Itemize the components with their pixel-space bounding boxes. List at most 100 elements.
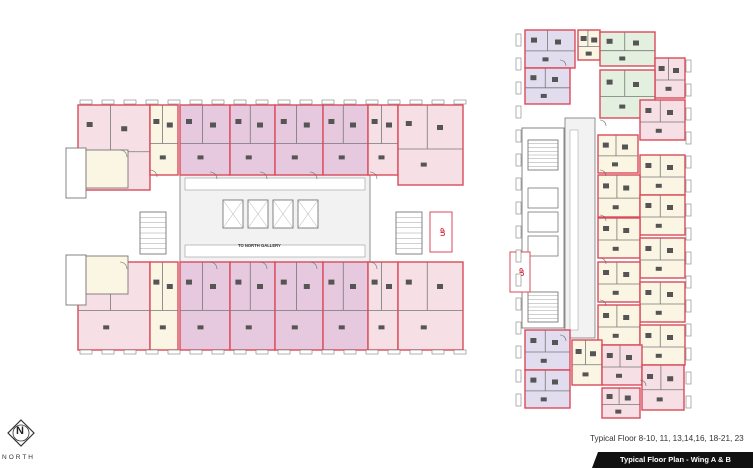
- apartment-unit: [149, 104, 179, 176]
- room-label-block: [585, 51, 592, 56]
- room-label-block: [166, 284, 173, 289]
- room-label-block: [257, 284, 263, 289]
- balcony-tick: [685, 179, 692, 193]
- apartment-unit: [524, 329, 571, 371]
- balcony-tick: [233, 349, 247, 355]
- balcony-tick: [211, 349, 225, 355]
- apartment-unit: [597, 134, 639, 174]
- room-label-block: [582, 372, 589, 377]
- room-label-block: [667, 205, 673, 210]
- room-label-block: [590, 351, 596, 357]
- room-label-block: [665, 86, 672, 91]
- balcony-tick: [233, 99, 247, 105]
- door-swing: [559, 59, 567, 67]
- room-label-block: [645, 290, 652, 295]
- balcony-tick: [101, 99, 115, 105]
- room-label-block: [245, 325, 252, 330]
- room-label-block: [153, 279, 160, 285]
- room-label-block: [645, 246, 652, 251]
- room-label-block: [633, 40, 639, 46]
- door-swing: [309, 261, 318, 270]
- room-label-block: [622, 144, 628, 150]
- balcony-tick: [453, 349, 467, 355]
- north-compass: N NORTH: [2, 418, 36, 466]
- room-label-block: [667, 165, 673, 170]
- room-label-block: [606, 394, 613, 399]
- up-marker: UP: [520, 268, 526, 276]
- lift-cross: [272, 199, 294, 229]
- floor-list: Typical Floor 8-10, 11, 13,14,16, 18-21,…: [590, 434, 744, 443]
- room-label-block: [603, 313, 610, 318]
- balcony-tick: [167, 99, 181, 105]
- balcony-tick: [685, 107, 692, 121]
- room-label-block: [603, 183, 610, 189]
- apartment-unit: [597, 261, 641, 303]
- room-label-block: [612, 290, 619, 295]
- balcony-tick: [515, 225, 522, 239]
- room-label-block: [591, 37, 598, 43]
- annex-room: [65, 147, 87, 199]
- room-label-block: [371, 279, 378, 285]
- balcony-tick: [685, 203, 692, 217]
- balcony-tick: [299, 349, 313, 355]
- room-label-block: [606, 79, 613, 85]
- balcony-tick: [123, 349, 137, 355]
- balcony-tick: [409, 99, 423, 105]
- balcony-tick: [365, 349, 379, 355]
- room-label-block: [378, 325, 385, 330]
- room-label-block: [371, 119, 378, 124]
- room-label-block: [667, 248, 673, 253]
- door-swing: [369, 261, 378, 270]
- room-label-block: [655, 128, 662, 133]
- balcony-tick: [515, 153, 522, 167]
- balcony-tick: [299, 99, 313, 105]
- room-label-block: [210, 284, 216, 289]
- balcony-tick: [365, 99, 379, 105]
- room-label-block: [338, 155, 345, 160]
- balcony-tick: [515, 297, 522, 311]
- balcony-tick: [189, 349, 203, 355]
- room-label-block: [580, 36, 587, 41]
- room-label-block: [338, 325, 345, 330]
- apartment-unit: [367, 261, 399, 351]
- apartment-unit: [274, 104, 324, 176]
- room-label-block: [303, 284, 310, 289]
- marker-box: [429, 211, 453, 253]
- room-label-block: [257, 122, 263, 128]
- door-swing: [119, 261, 128, 270]
- door-swing: [309, 171, 318, 180]
- door-swing: [119, 149, 128, 158]
- balcony-tick: [515, 105, 522, 119]
- apartment-unit: [367, 104, 399, 176]
- room-label-block: [626, 355, 632, 360]
- room-label-block: [645, 108, 652, 113]
- room-label-block: [673, 68, 679, 73]
- room-label-block: [186, 119, 192, 124]
- compass-letter: N: [16, 425, 24, 437]
- room-label-block: [420, 325, 427, 330]
- room-label-block: [350, 284, 356, 289]
- room-label-block: [658, 66, 665, 71]
- room-label-block: [166, 122, 173, 128]
- room-label-block: [606, 353, 613, 358]
- wing-b-corridor: [564, 117, 596, 339]
- door-swing: [259, 261, 268, 270]
- room-label-block: [603, 270, 610, 275]
- apartment-unit: [597, 174, 641, 218]
- room-label-block: [235, 119, 242, 124]
- room-label-block: [606, 38, 613, 44]
- corridor-slab-top: [184, 177, 366, 191]
- apartment-unit: [639, 324, 686, 366]
- annex-room: [65, 254, 87, 306]
- balcony-tick: [685, 395, 692, 409]
- room-label-block: [623, 185, 630, 191]
- room-label-block: [386, 284, 392, 289]
- corridor-slab-bottom: [184, 244, 366, 258]
- room-label-block: [555, 39, 561, 45]
- room-label-block: [530, 75, 537, 81]
- apartment-unit: [597, 217, 641, 259]
- balcony-tick: [515, 249, 522, 263]
- room-label-block: [575, 349, 582, 354]
- room-label-block: [121, 126, 128, 132]
